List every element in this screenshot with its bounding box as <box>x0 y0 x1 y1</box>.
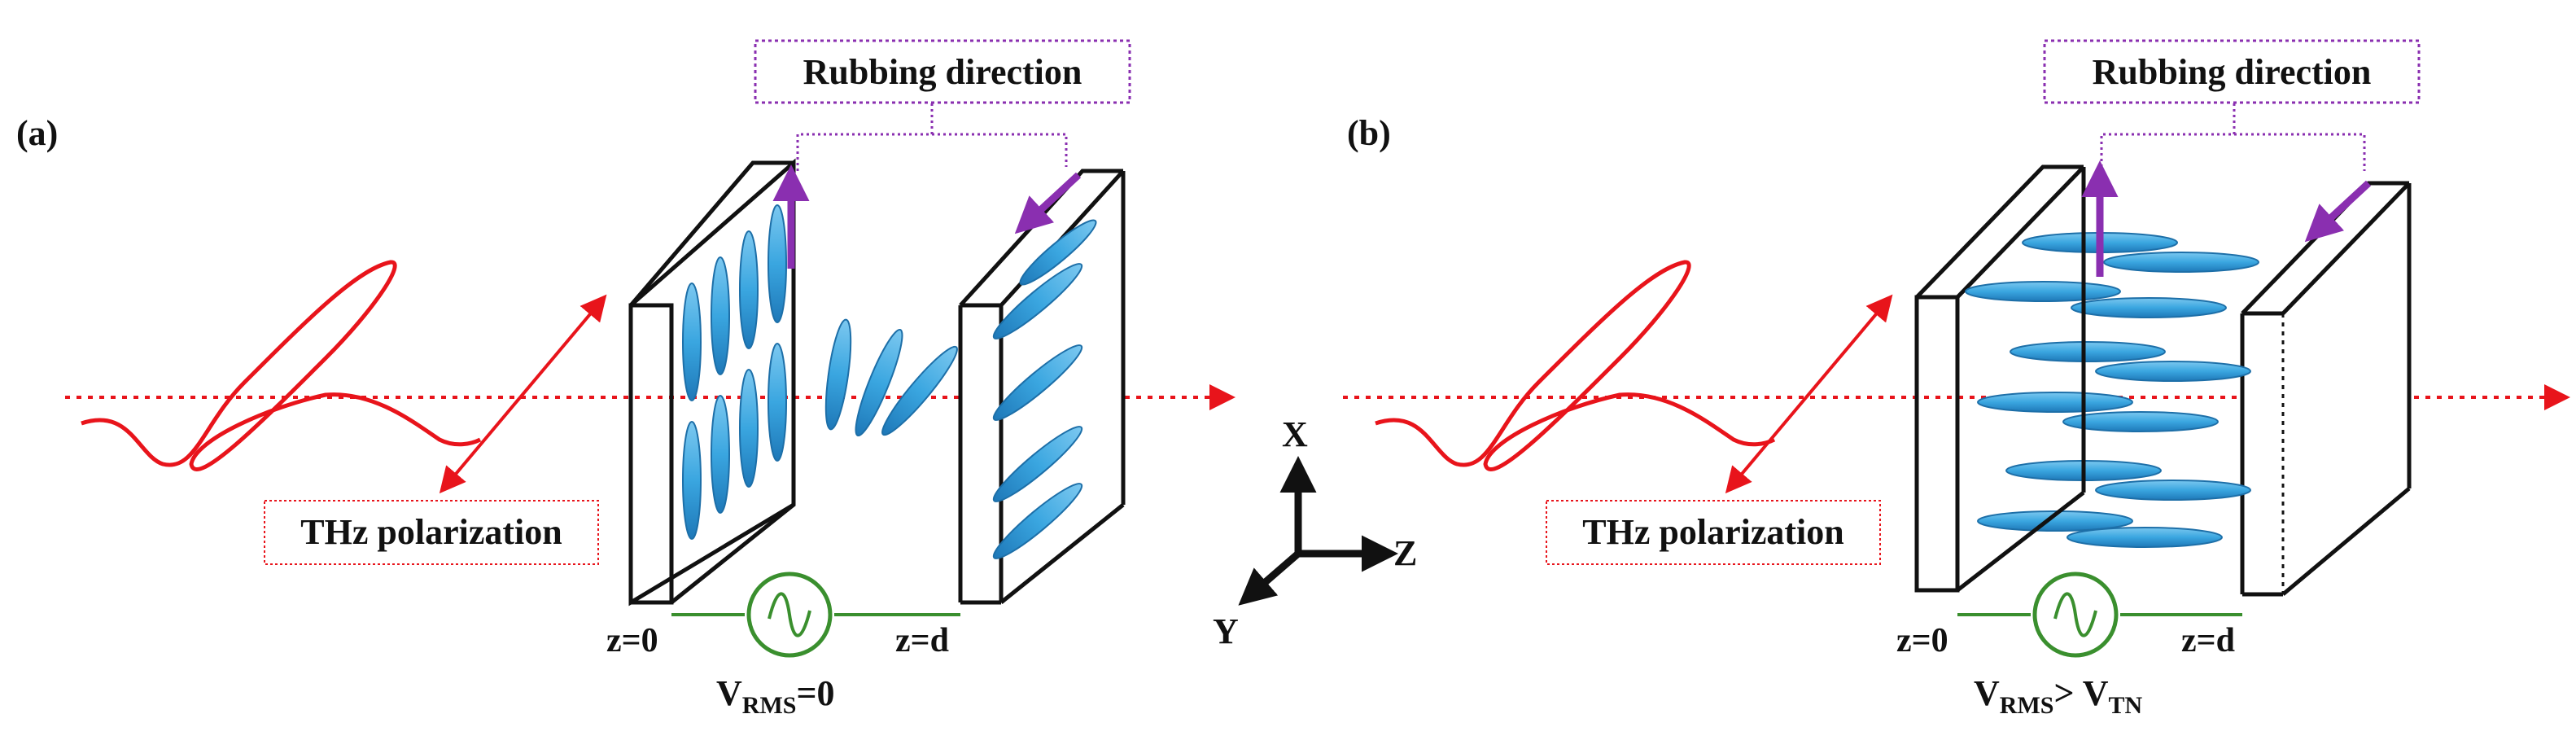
lc-molecule <box>1019 219 1097 286</box>
lc-molecule <box>1965 281 2121 302</box>
lc-molecule <box>2062 411 2219 432</box>
lc-molecule <box>2071 297 2227 318</box>
rubbing-arrow-right <box>1014 172 1082 234</box>
z-axis-label: Z <box>1393 533 1417 573</box>
y-axis-label: Y <box>1213 611 1239 651</box>
lc-molecule <box>2103 252 2259 273</box>
rubbing-direction-box-b <box>2043 39 2421 104</box>
voltage-label: VRMS=0 <box>716 673 835 719</box>
panel-a: (a) THz polarization <box>16 39 1236 719</box>
lc-molecule <box>739 369 759 488</box>
lc-molecule <box>711 256 730 375</box>
y-axis-arrow <box>1238 550 1301 606</box>
lc-molecule <box>881 345 958 436</box>
lc-molecule <box>992 344 1083 421</box>
right-substrate-b <box>2240 181 2412 597</box>
thz-pulse-wave <box>81 260 482 471</box>
rubbing-connector <box>796 133 1068 171</box>
voltage-source-circuit-b <box>1957 572 2242 658</box>
z0-label-b: z=0 <box>1896 622 1948 659</box>
thz-polarization-label-b: THz polarization <box>1582 512 1843 552</box>
lc-molecule <box>2095 480 2251 501</box>
lc-molecules-bulk <box>824 318 958 437</box>
thz-pulse-wave-b <box>1375 260 1776 471</box>
lc-molecule <box>1977 392 2133 413</box>
lc-molecules-aligned <box>1965 232 2259 548</box>
lc-molecule <box>855 328 903 437</box>
rubbing-direction-label-b: Rubbing direction <box>2093 52 2372 92</box>
thz-polarization-label: THz polarization <box>300 512 562 552</box>
polarization-arrow-b <box>1725 294 1893 494</box>
lc-molecule <box>682 283 702 401</box>
lc-molecule <box>1977 510 2133 532</box>
lc-molecule <box>824 318 852 431</box>
panel-b: (b) THz polarization <box>1343 39 2570 719</box>
panel-a-tag: (a) <box>16 113 58 153</box>
x-axis-label: X <box>1282 414 1308 454</box>
lc-molecule <box>739 230 759 349</box>
rubbing-direction-label: Rubbing direction <box>803 52 1082 92</box>
voltage-label-b: VRMS> VTN <box>1974 673 2143 719</box>
lc-molecule <box>768 343 787 462</box>
thz-polarization-box-b <box>1546 500 1881 565</box>
lc-molecule <box>2010 341 2166 362</box>
zd-label-b: z=d <box>2181 622 2235 659</box>
rubbing-connector-b <box>2100 133 2366 171</box>
thz-polarization-box <box>264 500 599 565</box>
rubbing-direction-box <box>754 39 1131 104</box>
lc-molecule <box>992 483 1083 559</box>
polarization-arrow <box>439 294 607 494</box>
lc-molecule <box>711 395 730 514</box>
lc-molecule <box>2095 361 2251 382</box>
coordinate-axes: X Z Y <box>1213 414 1417 651</box>
lc-molecule <box>768 204 787 323</box>
voltage-source-circuit <box>671 572 960 658</box>
lc-molecule <box>682 421 702 540</box>
zd-label: z=d <box>895 622 949 659</box>
lc-molecules-right <box>992 219 1097 559</box>
lc-molecules-left <box>682 204 787 540</box>
rubbing-arrow-right-b <box>2304 180 2372 243</box>
lc-molecule <box>2066 527 2223 548</box>
left-substrate <box>628 158 796 607</box>
panel-b-tag: (b) <box>1347 113 1391 153</box>
lc-molecule <box>992 426 1083 502</box>
lc-molecule <box>992 263 1083 339</box>
z0-label: z=0 <box>606 622 658 659</box>
